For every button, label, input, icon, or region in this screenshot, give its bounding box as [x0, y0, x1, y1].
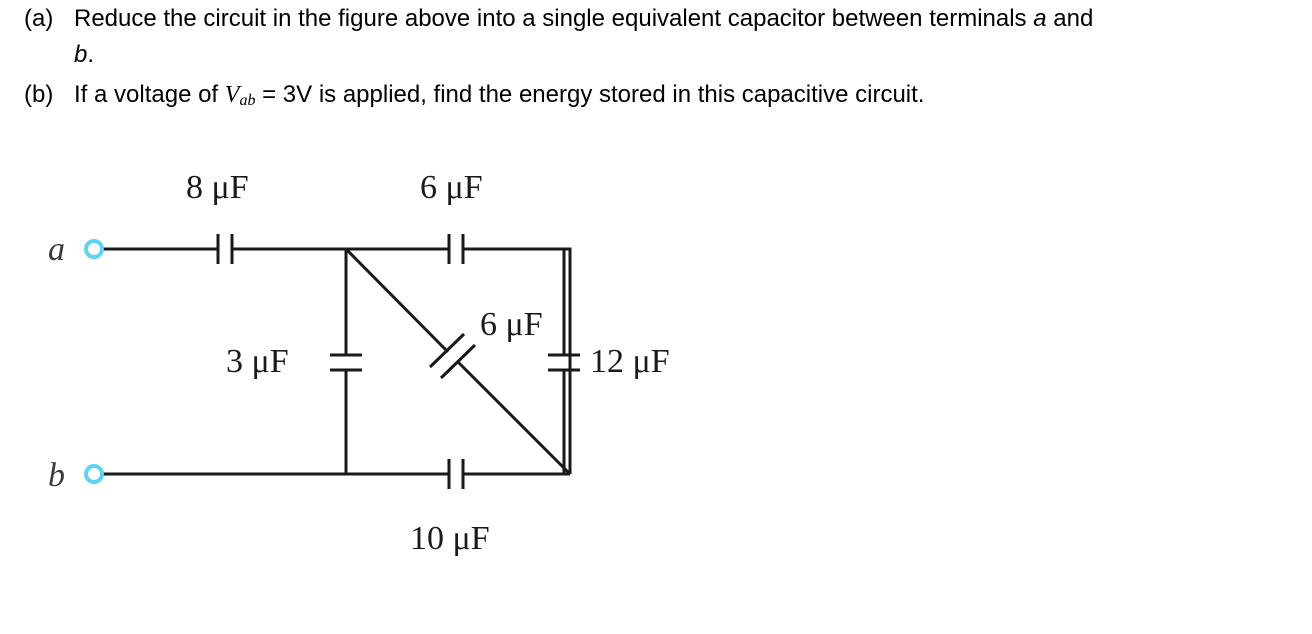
voltage-symbol-sub: ab — [239, 92, 256, 109]
question-a-var-b: b — [74, 41, 88, 68]
question-b-tag: (b) — [24, 81, 54, 108]
capacitor-3uF-label: 3 μF — [226, 343, 289, 380]
question-a: (a) Reduce the circuit in the figure abo… — [24, 4, 1304, 74]
voltage-symbol-main: V — [224, 82, 240, 108]
circuit-wires — [103, 247, 572, 476]
question-b-rest: = 3V is applied, find the energy stored … — [255, 81, 925, 108]
voltage-symbol: Vab — [224, 82, 256, 109]
capacitor-12uF-symbol — [548, 353, 580, 372]
terminal-b-label: b — [48, 457, 65, 494]
capacitor-8uF-label: 8 μF — [186, 169, 249, 206]
capacitor-8uF-symbol — [216, 234, 234, 264]
question-a-text: Reduce the circuit in the figure above i… — [74, 5, 1034, 32]
question-b: (b) If a voltage of Vab = 3V is applied,… — [24, 80, 1304, 114]
capacitor-6uF-diagonal-label: 6 μF — [480, 306, 543, 343]
question-a-and: and — [1046, 5, 1094, 32]
terminal-a-label: a — [48, 231, 65, 268]
capacitor-6uF-top-label: 6 μF — [420, 169, 483, 206]
capacitor-6uF-top-symbol — [447, 234, 465, 264]
question-a-tag: (a) — [24, 5, 54, 32]
wire-6uF-to-right — [463, 247, 572, 474]
capacitor-3uF-symbol — [330, 353, 362, 372]
wire-diagonal-lower — [456, 360, 572, 476]
capacitor-10uF-symbol — [447, 459, 465, 489]
question-a-var-a: a — [1033, 5, 1047, 32]
question-b-line: If a voltage of Vab = 3V is applied, fin… — [74, 80, 924, 116]
question-a-line1: Reduce the circuit in the figure above i… — [74, 4, 1093, 34]
question-a-line2: b. — [74, 40, 94, 70]
question-b-text: If a voltage of — [74, 81, 225, 108]
capacitor-6uF-diagonal-symbol — [428, 332, 477, 380]
wire-diagonal-upper — [344, 247, 450, 354]
capacitor-10uF-label: 10 μF — [410, 520, 490, 557]
terminal-b-node — [84, 464, 104, 484]
capacitor-12uF-label: 12 μF — [590, 343, 670, 380]
terminal-a-node — [84, 239, 104, 259]
question-a-period: . — [87, 41, 95, 68]
